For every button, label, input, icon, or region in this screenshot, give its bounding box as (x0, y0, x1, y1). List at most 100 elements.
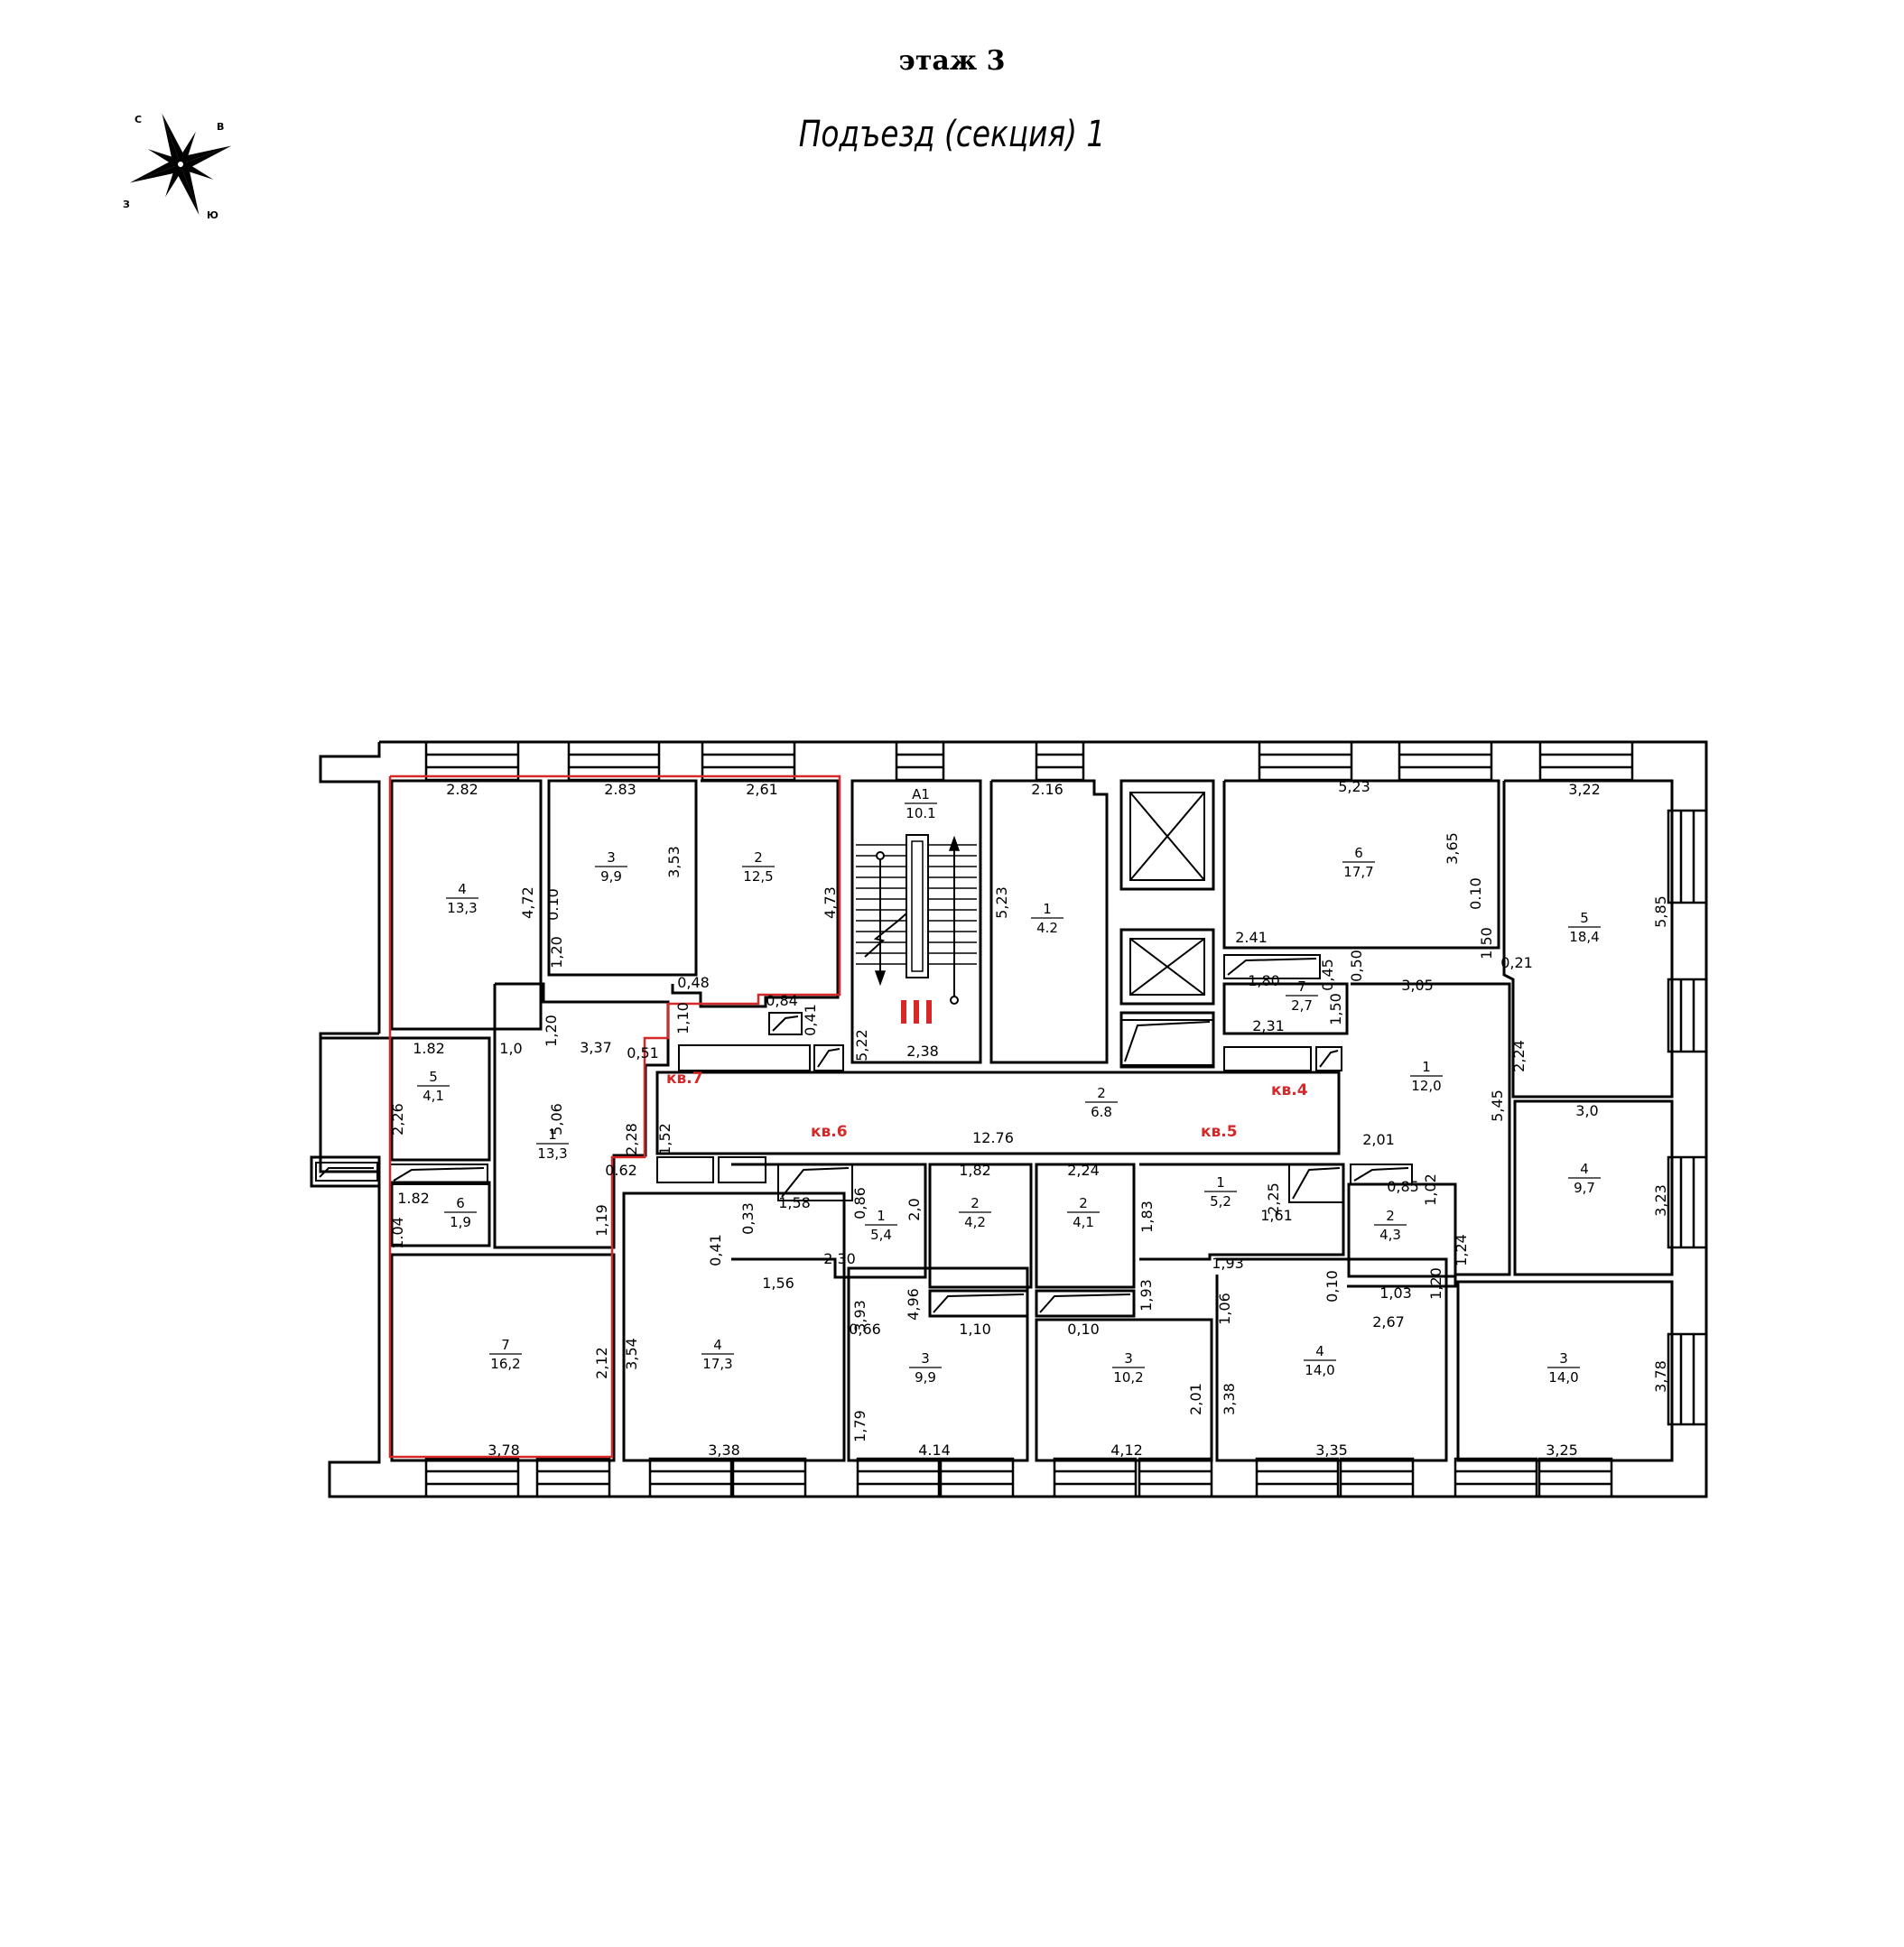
dimension-label: 3,23 (1652, 1184, 1669, 1217)
room-area: 4,3 (1379, 1227, 1401, 1243)
dimension-label: 2,24 (1510, 1040, 1528, 1072)
room-number: 5 (1580, 910, 1589, 926)
room-labels: 413,339,9212,5A110.114.2617,7518,454,111… (417, 786, 1601, 1386)
room-area: 4,1 (423, 1088, 444, 1104)
dimension-label: 2.41 (1235, 929, 1268, 946)
room-number: 2 (1386, 1208, 1395, 1224)
dimension-label: 1,58 (778, 1194, 811, 1211)
room-area: 4,1 (1073, 1214, 1094, 1230)
dimension-label: 3,25 (1546, 1442, 1578, 1459)
dimension-label: 5,45 (1489, 1089, 1506, 1122)
dimension-label: 0,33 (739, 1202, 757, 1235)
dimension-label: 1,93 (1138, 1279, 1155, 1312)
room-number: 3 (607, 849, 616, 866)
room-number: 2 (971, 1195, 980, 1211)
room-area: 1,9 (450, 1214, 471, 1230)
dimension-label: 1,79 (851, 1410, 868, 1442)
stair-marker-bar (926, 1000, 932, 1024)
room-number: 2 (754, 849, 763, 866)
room-number: 1 (1043, 901, 1052, 917)
dimension-label: 1,52 (656, 1123, 673, 1155)
windows-bottom (424, 1457, 1613, 1498)
dimension-label: 0,41 (707, 1234, 724, 1266)
dimension-label: 0,66 (849, 1321, 881, 1338)
dimension-label: 3,93 (851, 1300, 868, 1332)
dimension-label: 3,22 (1568, 781, 1601, 798)
dimension-label: 5,22 (853, 1029, 870, 1062)
dimension-label: 3,38 (708, 1442, 740, 1459)
section-title: Подъезд (секция) 1 (798, 114, 1106, 155)
dimension-label: 1.82 (413, 1040, 445, 1057)
room-number: 1 (877, 1208, 886, 1224)
staircase-icon (856, 834, 977, 1005)
apartment-label: кв.5 (1201, 1123, 1238, 1141)
apartment-label: кв.4 (1271, 1081, 1308, 1099)
windows-right (1667, 809, 1708, 1426)
dimension-label: 4,96 (905, 1288, 922, 1321)
dimension-label: 2,25 (1265, 1182, 1282, 1215)
dimension-label: 0,85 (1387, 1178, 1419, 1195)
dimension-label: 1,24 (1453, 1234, 1470, 1266)
room-number: 3 (921, 1350, 930, 1367)
room-number: 7 (501, 1337, 510, 1353)
dimension-label: 3,78 (488, 1442, 520, 1459)
dimension-label: 1,03 (1379, 1284, 1412, 1302)
dimension-label: 1,80 (1248, 972, 1280, 989)
dimension-label: 4,72 (519, 886, 536, 919)
room-area: 9,7 (1574, 1180, 1595, 1196)
room-area: 17,7 (1343, 864, 1373, 880)
room-number: 4 (458, 881, 467, 897)
room-area: 16,2 (490, 1356, 520, 1372)
dimension-label: 3,54 (623, 1338, 640, 1370)
room-number: 6 (1354, 845, 1363, 861)
room-area: 9,9 (915, 1369, 936, 1386)
building-walls (310, 740, 1708, 1498)
dimension-label: 1,10 (959, 1321, 991, 1338)
dimension-label: 1,02 (1422, 1173, 1439, 1206)
dimension-label: 2,12 (593, 1347, 610, 1379)
dimension-label: 2.83 (604, 781, 636, 798)
dimension-label: 1,20 (548, 936, 565, 969)
dimension-label: 3,53 (665, 846, 683, 878)
room-number: 4 (1580, 1161, 1589, 1177)
compass-letter: В (217, 121, 224, 133)
dimension-label: 3,65 (1444, 832, 1461, 865)
apartment-label: кв.7 (666, 1070, 703, 1088)
dimension-label: 2,01 (1362, 1131, 1395, 1148)
dimension-label: 1,0 (499, 1040, 522, 1057)
room-number: 2 (1079, 1195, 1088, 1211)
dimension-label: 2,30 (823, 1250, 856, 1267)
room-number: 6 (456, 1195, 465, 1211)
dimension-label: 2,38 (906, 1043, 939, 1060)
dimension-label: 5,23 (993, 886, 1010, 919)
dimension-label: 0,45 (1319, 959, 1336, 991)
windows-top (424, 740, 1634, 782)
room-area: 13,3 (537, 1145, 567, 1162)
dimension-label: 0,50 (1348, 950, 1365, 982)
dimension-label: 3,05 (1401, 977, 1434, 994)
room-number: 1 (548, 1126, 557, 1143)
room-number: A1 (912, 786, 930, 802)
dimension-label: 0,48 (677, 974, 710, 991)
dimension-label: 1,61 (1260, 1207, 1293, 1224)
elevator-shaft-icon (1119, 779, 1215, 996)
room-area: 5,2 (1210, 1193, 1231, 1210)
compass-letter: Ю (207, 209, 218, 221)
dimension-label: 2,01 (1187, 1383, 1204, 1415)
room-number: 2 (1097, 1085, 1106, 1101)
dimension-label: 2.16 (1031, 781, 1063, 798)
room-number: 7 (1297, 978, 1306, 995)
room-area: 6.8 (1091, 1104, 1112, 1120)
dimension-label: 1,82 (959, 1162, 991, 1179)
apartment-label: кв.6 (811, 1123, 848, 1141)
dimension-label: 1,10 (674, 1002, 692, 1034)
dimension-label: 2,61 (746, 781, 778, 798)
room-area: 9,9 (600, 868, 622, 885)
dimension-label: 4,73 (822, 886, 839, 919)
dimension-label: 1,56 (762, 1275, 794, 1292)
dimension-label: 4.14 (918, 1442, 951, 1459)
dimension-label: 3,35 (1315, 1442, 1348, 1459)
dimension-label: 2,26 (389, 1103, 406, 1136)
